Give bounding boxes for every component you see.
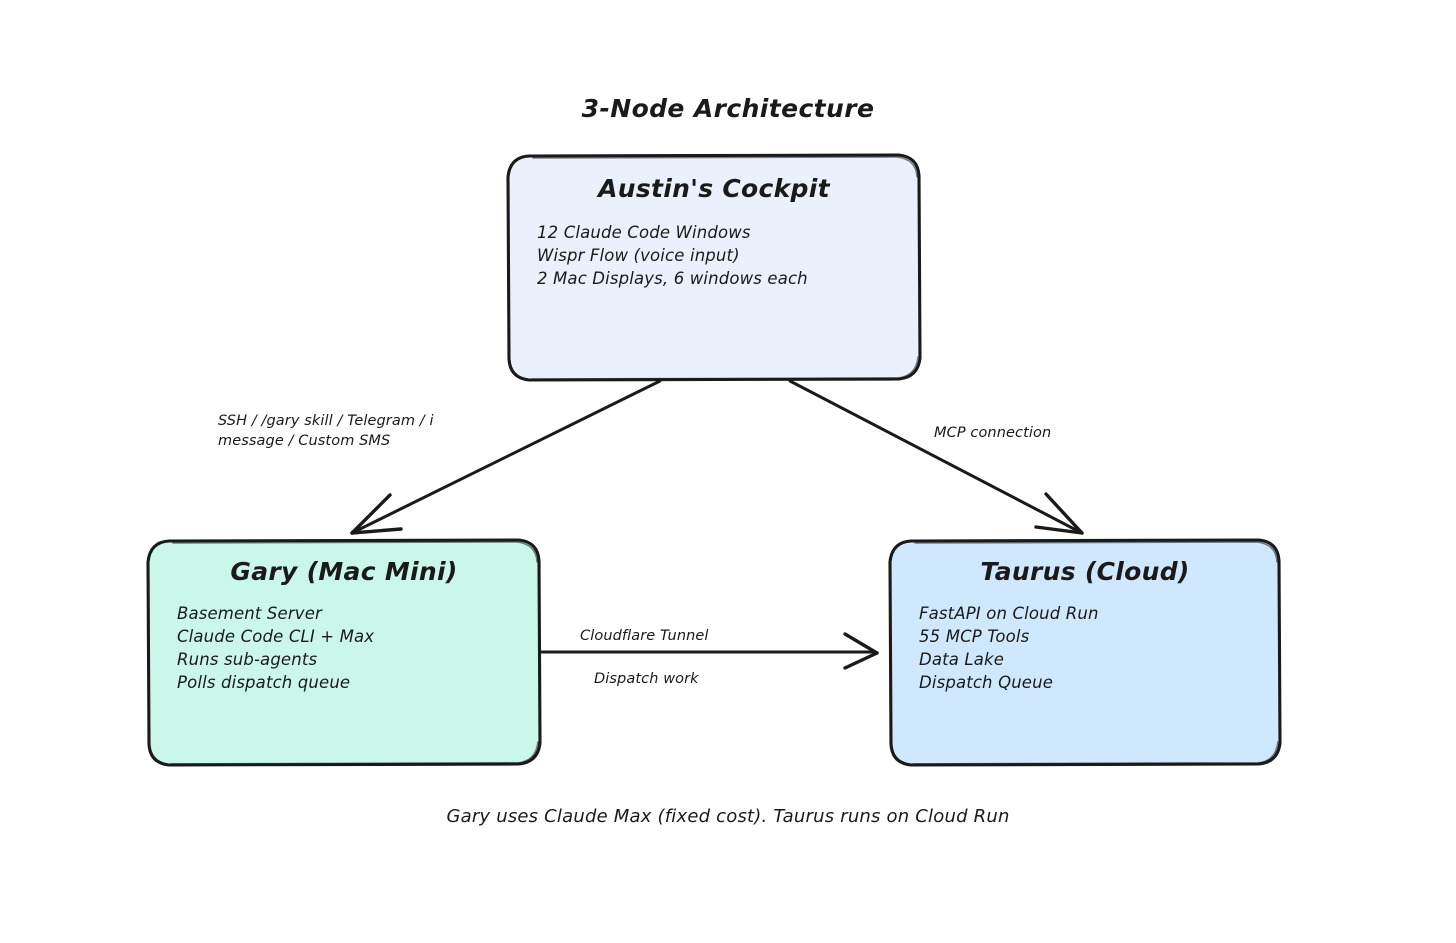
node-taurus-title: Taurus (Cloud) [980, 557, 1190, 586]
node-taurus-line-3: Data Lake [919, 650, 1005, 669]
node-gary-line-4: Polls dispatch queue [177, 673, 351, 692]
node-cockpit-lines: 12 Claude Code Windows Wispr Flow (voice… [537, 221, 808, 290]
node-taurus-line-4: Dispatch Queue [919, 673, 1054, 692]
edge-label-cockpit-to-taurus: MCP connection [934, 423, 1051, 443]
node-gary-lines: Basement Server Claude Code CLI + Max Ru… [177, 602, 374, 694]
node-cockpit-title: Austin's Cockpit [598, 174, 830, 203]
node-gary-line-2: Claude Code CLI + Max [177, 627, 375, 646]
node-gary-line-1: Basement Server [177, 604, 322, 623]
node-cockpit-line-3: 2 Mac Displays, 6 windows each [537, 269, 808, 288]
node-taurus-lines: FastAPI on Cloud Run 55 MCP Tools Data L… [919, 602, 1099, 694]
edge-cockpit-to-taurus [788, 379, 1084, 535]
edge-cockpit-to-gary [350, 379, 662, 535]
diagram-title: 3-Node Architecture [581, 94, 875, 123]
edge-label-cockpit-to-gary-line-1: SSH / /gary skill / Telegram / i [218, 413, 434, 429]
node-taurus-line-2: 55 MCP Tools [919, 627, 1030, 646]
edge-label-gary-to-taurus-below: Dispatch work [594, 671, 699, 687]
diagram-footnote: Gary uses Claude Max (fixed cost). Tauru… [446, 806, 1010, 827]
edge-label-cockpit-to-gary-line-2: message / Custom SMS [218, 433, 391, 449]
node-cockpit-line-2: Wispr Flow (voice input) [537, 246, 740, 265]
node-gary-title: Gary (Mac Mini) [230, 557, 458, 586]
edge-label-cockpit-to-gary: SSH / /gary skill / Telegram / i message… [218, 411, 488, 451]
node-taurus-line-1: FastAPI on Cloud Run [919, 604, 1099, 623]
node-cockpit-line-1: 12 Claude Code Windows [537, 223, 751, 242]
edge-label-gary-to-taurus-above: Cloudflare Tunnel [580, 628, 709, 644]
node-gary-line-3: Runs sub-agents [177, 650, 318, 669]
edge-label-cockpit-to-taurus-line-1: MCP connection [934, 425, 1052, 441]
